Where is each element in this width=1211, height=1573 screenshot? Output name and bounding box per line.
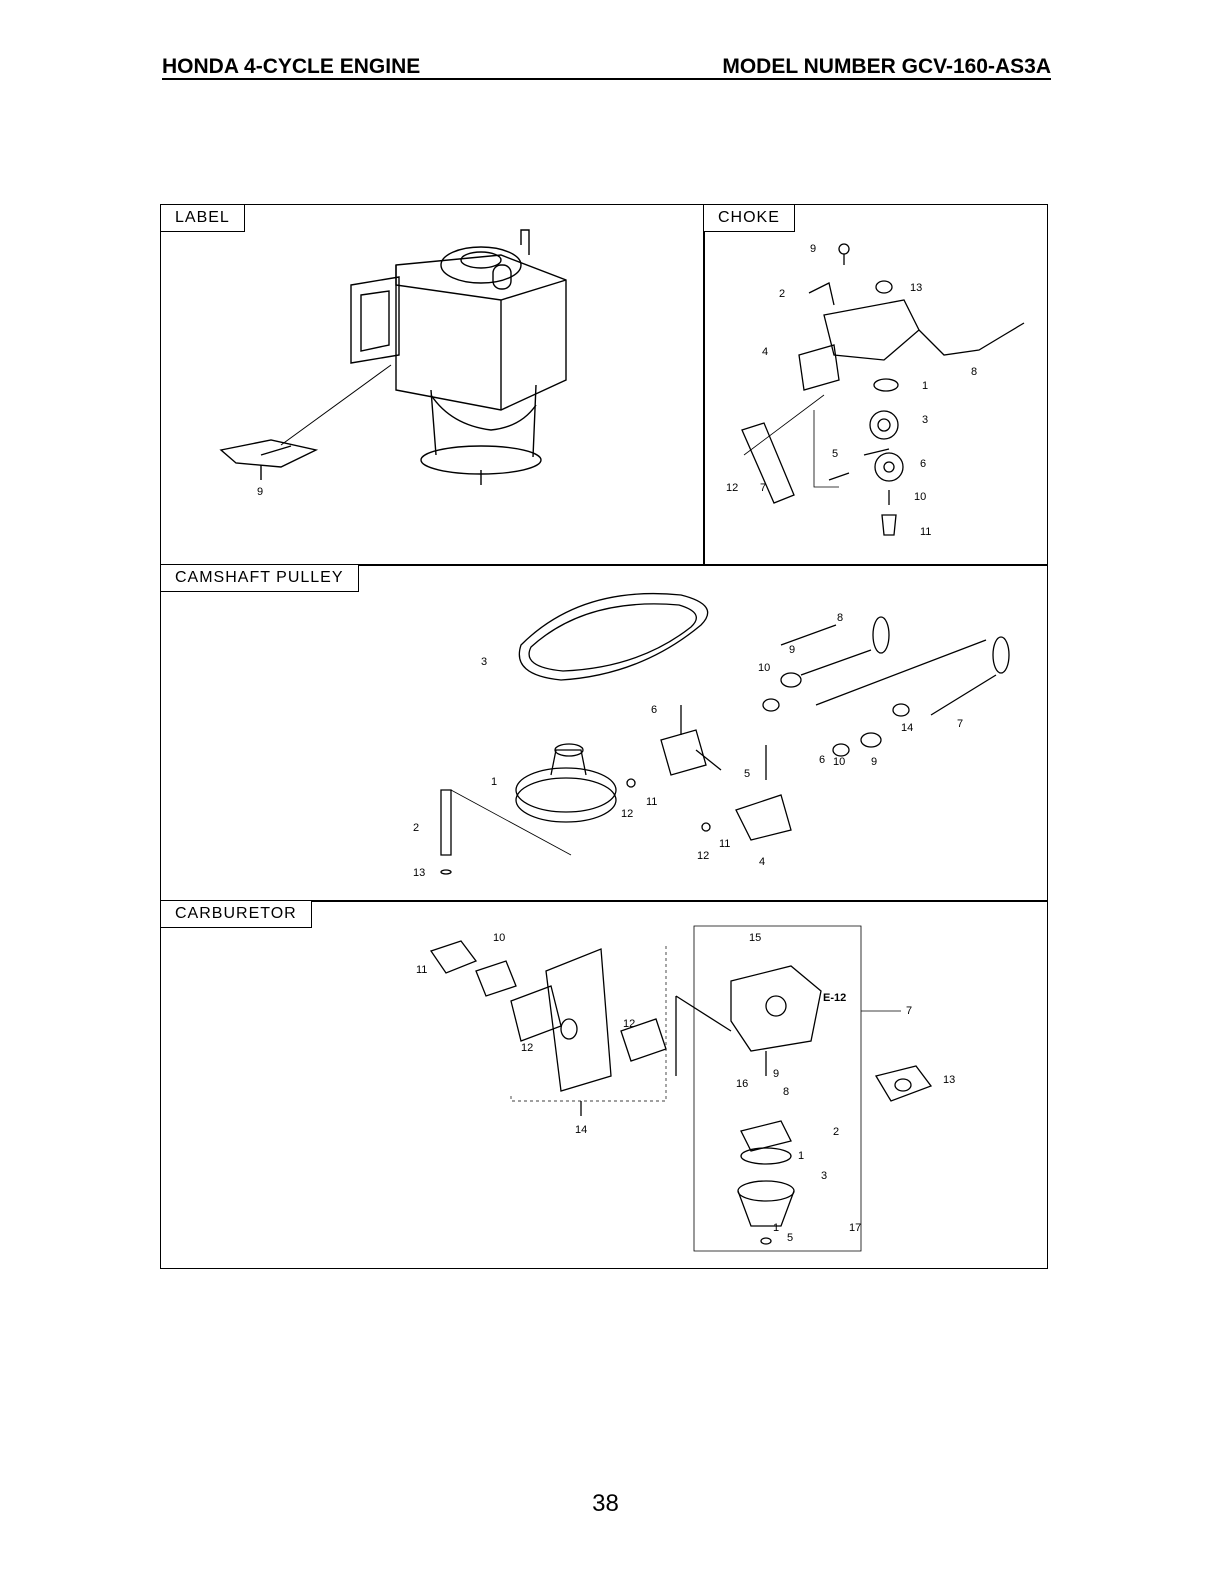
carburetor-callout-7: 7 bbox=[906, 1005, 912, 1017]
choke-callout-9: 9 bbox=[810, 243, 816, 255]
carburetor-diagram: 10 11 12 12 14 15 E-12 7 9 16 8 13 2 1 3… bbox=[161, 901, 1048, 1269]
choke-diagram: 9 13 2 8 4 1 3 5 6 12 7 10 11 bbox=[704, 205, 1048, 566]
carburetor-section-title: CARBURETOR bbox=[161, 901, 312, 928]
choke-callout-1: 1 bbox=[922, 380, 928, 392]
camshaft-callout-13: 13 bbox=[413, 867, 425, 879]
camshaft-callout-14: 14 bbox=[901, 722, 913, 734]
camshaft-callout-8a: 8 bbox=[837, 612, 843, 624]
camshaft-callout-12b: 12 bbox=[697, 850, 709, 862]
camshaft-callout-9b: 9 bbox=[871, 756, 877, 768]
camshaft-callout-4: 4 bbox=[759, 856, 765, 868]
choke-callout-7: 7 bbox=[760, 482, 766, 494]
carburetor-panel: 10 11 12 12 14 15 E-12 7 9 16 8 13 2 1 3… bbox=[160, 900, 1048, 1269]
carburetor-callout-1a: 1 bbox=[798, 1150, 804, 1162]
camshaft-callout-1: 1 bbox=[491, 776, 497, 788]
camshaft-callout-5: 5 bbox=[744, 768, 750, 780]
camshaft-section-title: CAMSHAFT PULLEY bbox=[161, 565, 359, 592]
carburetor-callout-1b: 1 bbox=[773, 1222, 779, 1234]
label-callout-9: 9 bbox=[257, 486, 263, 498]
label-diagram: 9 bbox=[161, 205, 705, 566]
choke-callout-13: 13 bbox=[910, 282, 922, 294]
camshaft-callout-7: 7 bbox=[957, 718, 963, 730]
header-rule bbox=[162, 78, 1051, 80]
choke-callout-8: 8 bbox=[971, 366, 977, 378]
camshaft-callout-11b: 11 bbox=[719, 838, 730, 850]
camshaft-callout-12a: 12 bbox=[621, 808, 633, 820]
choke-callout-11: 11 bbox=[920, 526, 931, 538]
camshaft-callout-2: 2 bbox=[413, 822, 419, 834]
camshaft-panel: 3 8 9 10 7 14 9 10 6 5 6 1 11 12 2 11 12… bbox=[160, 564, 1048, 902]
camshaft-diagram: 3 8 9 10 7 14 9 10 6 5 6 1 11 12 2 11 12… bbox=[161, 565, 1048, 902]
camshaft-callout-9a: 9 bbox=[789, 644, 795, 656]
carburetor-callout-15: 15 bbox=[749, 932, 761, 944]
carburetor-callout-12b: 12 bbox=[623, 1018, 635, 1030]
choke-callout-5: 5 bbox=[832, 448, 838, 460]
choke-callout-6: 6 bbox=[920, 458, 926, 470]
choke-section-title: CHOKE bbox=[704, 205, 795, 232]
carburetor-callout-16: 16 bbox=[736, 1078, 748, 1090]
carburetor-callout-e12: E-12 bbox=[823, 992, 846, 1004]
camshaft-callout-6a: 6 bbox=[651, 704, 657, 716]
carburetor-callout-11: 11 bbox=[416, 964, 427, 976]
choke-panel: 9 13 2 8 4 1 3 5 6 12 7 10 11 CHOKE bbox=[703, 204, 1048, 566]
carburetor-callout-8: 8 bbox=[783, 1086, 789, 1098]
camshaft-callout-10b: 10 bbox=[833, 756, 845, 768]
carburetor-callout-17: 17 bbox=[849, 1222, 861, 1234]
carburetor-callout-10: 10 bbox=[493, 932, 505, 944]
choke-callout-12: 12 bbox=[726, 482, 738, 494]
header-model-number: MODEL NUMBER GCV-160-AS3A bbox=[722, 55, 1051, 79]
choke-callout-2: 2 bbox=[779, 288, 785, 300]
label-section-title: LABEL bbox=[161, 205, 245, 232]
carburetor-callout-12a: 12 bbox=[521, 1042, 533, 1054]
carburetor-callout-3: 3 bbox=[821, 1170, 827, 1182]
carburetor-callout-13: 13 bbox=[943, 1074, 955, 1086]
camshaft-callout-11a: 11 bbox=[646, 796, 657, 808]
carburetor-callout-9: 9 bbox=[773, 1068, 779, 1080]
carburetor-callout-14: 14 bbox=[575, 1124, 587, 1136]
label-panel: 9 LABEL bbox=[160, 204, 705, 566]
camshaft-callout-3: 3 bbox=[481, 656, 487, 668]
carburetor-callout-5: 5 bbox=[787, 1232, 793, 1244]
choke-callout-10: 10 bbox=[914, 491, 926, 503]
carburetor-callout-2: 2 bbox=[833, 1126, 839, 1138]
choke-callout-3: 3 bbox=[922, 414, 928, 426]
choke-callout-4: 4 bbox=[762, 346, 768, 358]
camshaft-callout-6b: 6 bbox=[819, 754, 825, 766]
camshaft-callout-10a: 10 bbox=[758, 662, 770, 674]
page-number: 38 bbox=[0, 1490, 1211, 1518]
header-title: HONDA 4-CYCLE ENGINE bbox=[162, 55, 420, 79]
